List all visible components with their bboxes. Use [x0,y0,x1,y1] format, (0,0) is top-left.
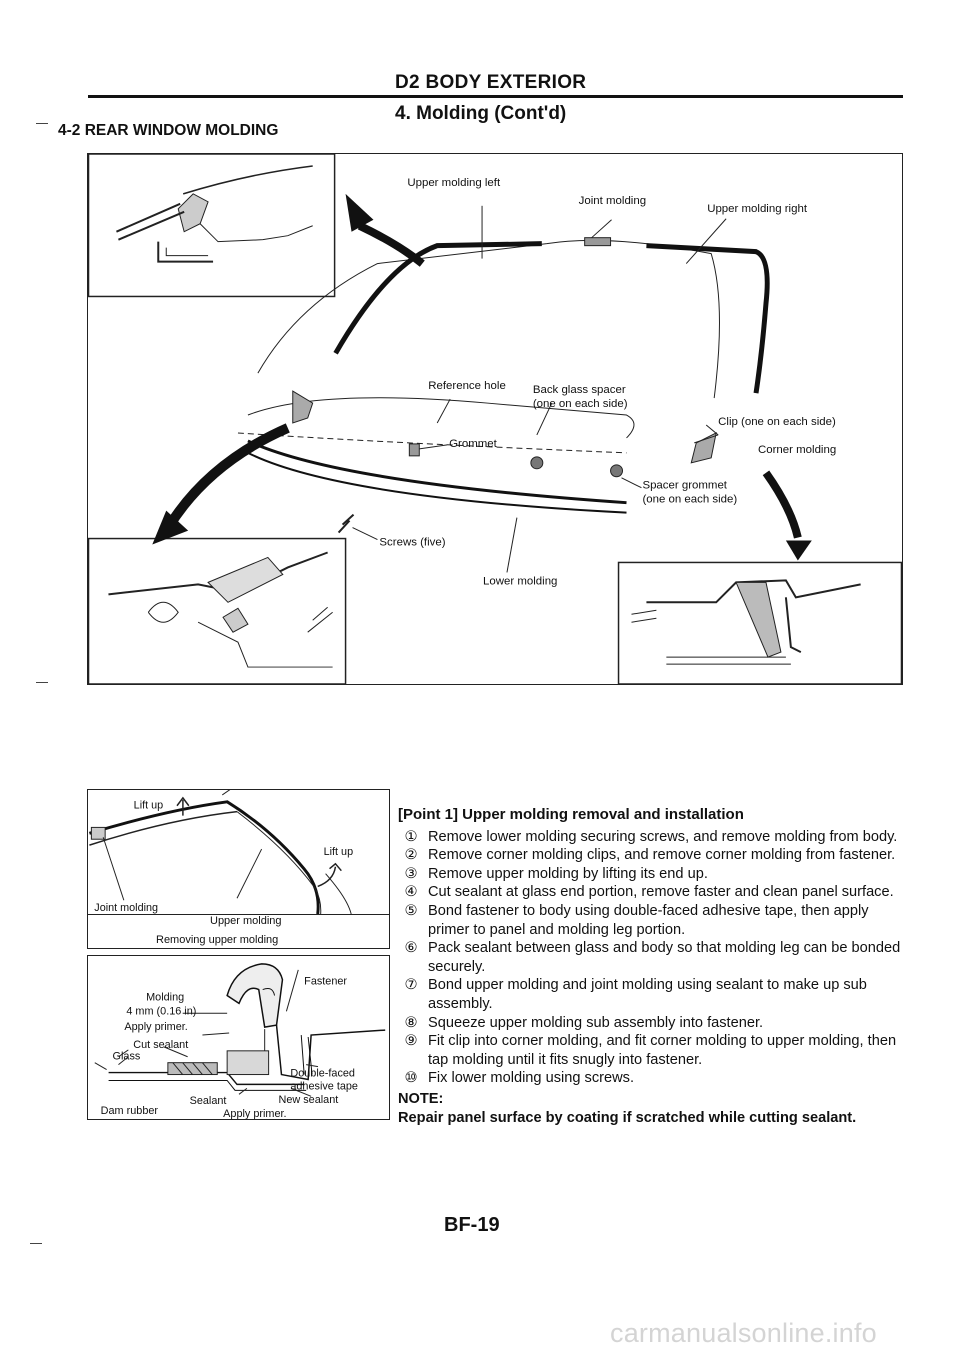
instruction-step: ⑩ Fix lower molding using screws. [398,1069,913,1088]
molding-cross-section-diagram: Molding 4 mm (0.16 in) Apply primer. Cut… [87,955,390,1120]
window-assembly-drawing [152,193,812,573]
section-title: D2 BODY EXTERIOR [395,72,587,93]
detail-inset-bottom-right [617,561,902,684]
removal-drawing [88,790,352,914]
watermark: carmanualsonline.info [610,1318,877,1348]
removal-figure-bottom-border [87,948,390,949]
step-text: Fit clip into corner molding, and fit co… [428,1033,897,1068]
detail-inset-top-left [88,154,336,298]
step-text: Remove upper molding by lifting its end … [428,865,708,882]
step-number: ④ [404,884,418,901]
label-upper-molding: Upper molding [210,915,282,927]
instruction-step: ⑨ Fit clip into corner molding, and fit c… [398,1032,913,1069]
label-sealant: Sealant [190,1095,227,1107]
page-number: BF-19 [444,1214,500,1236]
step-number: ⑦ [404,977,418,994]
step-text: Fix lower molding using screws. [428,1070,635,1087]
label-spacer-grommet: Spacer grommet [642,480,727,492]
step-text: Bond upper molding and joint molding usi… [428,977,867,1012]
removing-upper-molding-diagram: Lift up Lift up Joint molding [87,789,390,915]
label-back-glass-spacer: Back glass spacer [533,384,626,396]
label-back-glass-spacer-note: (one on each side) [533,398,628,410]
steps-list: ① Remove lower molding securing screws, a… [398,828,913,1088]
instruction-step: ③ Remove upper molding by lifting its end… [398,865,913,884]
step-text: Remove lower molding securing screws, an… [428,828,898,845]
page-subtitle: 4. Molding (Cont'd) [395,103,567,124]
instruction-step: ⑧ Squeeze upper molding sub assembly into… [398,1014,913,1033]
step-text: Pack sealant between glass and body so t… [428,940,901,975]
label-corner-molding: Corner molding [758,444,836,456]
note-label: NOTE: [398,1090,444,1107]
step-text: Bond fastener to body using double-faced… [428,902,869,938]
cross-section-drawing [94,963,386,1097]
margin-mark [36,123,48,124]
label-dimension: 4 mm (0.16 in) [126,1005,196,1017]
instructions-column: [Point 1] Upper molding removal and inst… [398,806,913,1127]
label-apply-primer-bottom: Apply primer. [223,1108,286,1120]
step-text: Squeeze upper molding sub assembly into … [428,1014,764,1031]
step-number: ⑩ [404,1070,418,1087]
label-grommet: Grommet [449,438,497,450]
label-apply-primer-top: Apply primer. [124,1021,187,1033]
instruction-step: ⑤ Bond fastener to body using double-face… [398,902,913,939]
subsection-heading: 4-2 REAR WINDOW MOLDING [58,122,279,139]
rear-window-molding-diagram: Upper molding left Joint molding Upper m… [87,153,903,685]
step-number: ⑤ [404,902,418,919]
label-joint-molding: Joint molding [579,195,646,207]
note-text: Repair panel surface by coating if scrat… [398,1109,857,1126]
label-reference-hole: Reference hole [428,380,506,392]
label-upper-molding-left: Upper molding left [407,177,501,189]
detail-inset-bottom-left [88,537,347,684]
label-double-faced: Double-faced [290,1068,355,1080]
label-dam-rubber: Dam rubber [101,1105,159,1117]
step-text: Cut sealant at glass end portion, remove… [428,884,894,901]
point-title: [Point 1] Upper molding removal and inst… [398,806,744,823]
label-upper-molding-right: Upper molding right [707,203,808,215]
step-number: ⑥ [404,940,418,957]
step-number: ② [404,847,418,864]
step-number: ⑧ [404,1014,418,1031]
label-spacer-grommet-note: (one on each side) [642,494,737,506]
label-joint-molding: Joint molding [94,902,158,914]
header-rule [88,95,903,98]
label-screws: Screws (five) [379,537,445,549]
instruction-step: ④ Cut sealant at glass end portion, remov… [398,883,913,902]
step-number: ① [404,828,418,845]
step-text: Remove corner molding clips, and remove … [428,847,896,864]
label-glass: Glass [113,1051,141,1063]
step-number: ⑨ [404,1033,418,1050]
label-clip: Clip (one on each side) [718,416,836,428]
label-fastener: Fastener [304,976,347,988]
instruction-step: ② Remove corner molding clips, and remove… [398,846,913,865]
label-lift-up-right: Lift up [324,846,353,858]
label-lift-up-left: Lift up [134,800,163,812]
label-lower-molding: Lower molding [483,575,557,587]
step-number: ③ [404,865,418,882]
label-adhesive-tape: adhesive tape [290,1080,358,1092]
label-new-sealant: New sealant [279,1094,339,1106]
margin-mark [36,682,48,683]
figure-caption-removing: Removing upper molding [156,934,279,946]
removal-figure-lower: Upper molding Removing upper molding [87,915,390,948]
label-molding: Molding [146,991,184,1003]
instruction-step: ⑦ Bond upper molding and joint molding us… [398,976,913,1013]
instruction-step: ① Remove lower molding securing screws, a… [398,828,913,847]
instruction-step: ⑥ Pack sealant between glass and body so … [398,939,913,976]
label-cut-sealant: Cut sealant [133,1039,188,1051]
margin-mark [30,1243,42,1244]
